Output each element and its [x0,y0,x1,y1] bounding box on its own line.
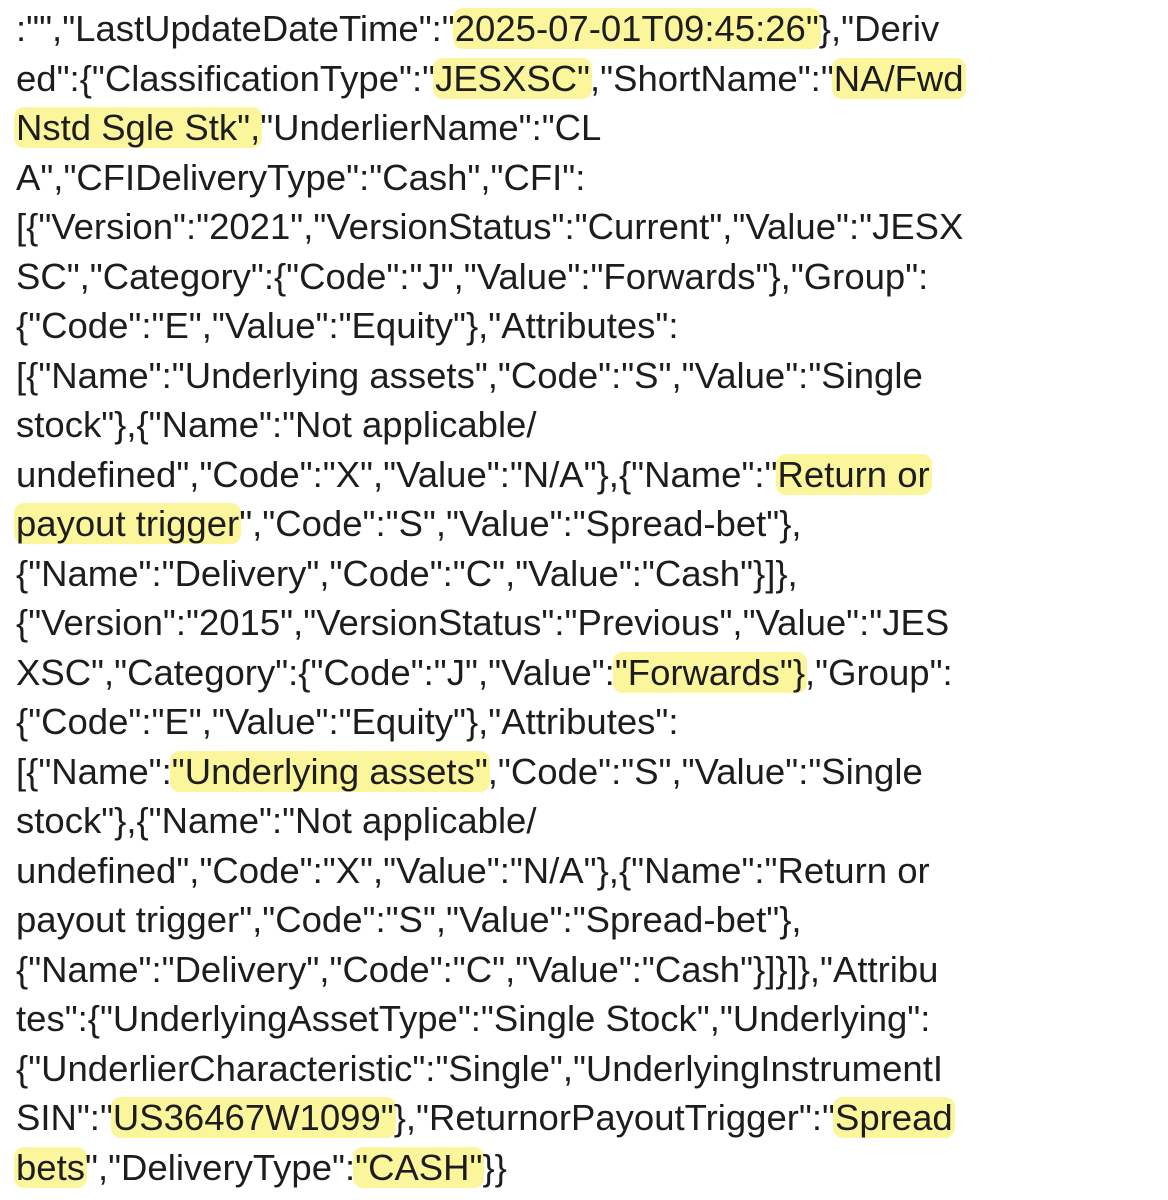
text-line: [{"Version":"2021","VersionStatus":"Curr… [16,202,1162,252]
text-line: {"Version":"2015","VersionStatus":"Previ… [16,598,1162,648]
text-line: {"Name":"Delivery","Code":"C","Value":"C… [16,945,1162,995]
text-segment: {"Name":"Delivery","Code":"C","Value":"C… [16,552,798,594]
text-segment: ,"Group": [805,651,953,693]
text-line: {"UnderlierCharacteristic":"Single","Und… [16,1044,1162,1094]
highlighted-text: 2025-07-01T09:45:26" [452,8,821,49]
text-segment: },"ReturnorPayoutTrigger":" [393,1097,835,1138]
text-line: tes":{"UnderlyingAssetType":"Single Stoc… [16,994,1162,1044]
text-segment: undefined","Code":"X","Value":"N/A"},{"N… [16,453,778,495]
text-line: payout trigger","Code":"S","Value":"Spre… [14,499,1162,549]
text-segment: ed":{"ClassificationType":" [16,57,436,99]
text-line: [{"Name":"Underlying assets","Code":"S",… [16,747,1162,797]
text-segment: SIN":" [16,1097,113,1138]
text-segment: "UnderlierName":"CL [260,107,602,148]
highlighted-text: US36467W1099" [110,1097,396,1138]
text-line: {"Code":"E","Value":"Equity"},"Attribute… [16,697,1162,747]
text-line: SIN":"US36467W1099"},"ReturnorPayoutTrig… [16,1093,1162,1143]
text-segment: [{"Version":"2021","VersionStatus":"Curr… [16,206,964,247]
text-line: undefined","Code":"X","Value":"N/A"},{"N… [16,450,1162,500]
highlighted-text: Spread [832,1097,955,1138]
text-segment: },"Deriv [818,8,940,49]
highlighted-text: "Underlying assets" [169,750,490,792]
text-line: stock"},{"Name":"Not applicable/ [16,400,1162,450]
text-segment: }} [482,1146,507,1188]
text-segment: stock"},{"Name":"Not applicable/ [16,800,537,841]
highlighted-text: Nstd Sgle Stk", [14,107,263,148]
text-line: payout trigger","Code":"S","Value":"Spre… [16,895,1162,945]
text-segment: :"","LastUpdateDateTime":" [16,8,455,49]
text-segment: SC","Category":{"Code":"J","Value":"Forw… [16,255,929,297]
text-segment: [{"Name":"Underlying assets","Code":"S",… [16,354,923,396]
text-line: undefined","Code":"X","Value":"N/A"},{"N… [16,846,1162,896]
text-segment: ","DeliveryType": [85,1146,356,1188]
text-segment: {"UnderlierCharacteristic":"Single","Und… [16,1047,943,1089]
text-line: Nstd Sgle Stk","UnderlierName":"CL [14,103,1162,153]
text-segment: undefined","Code":"X","Value":"N/A"},{"N… [16,849,930,891]
text-segment: ","Code":"S","Value":"Spread-bet"}, [239,503,802,544]
text-segment: {"Version":"2015","VersionStatus":"Previ… [16,602,950,643]
highlighted-text: Return or [775,453,932,495]
text-segment: {"Name":"Delivery","Code":"C","Value":"C… [16,948,939,990]
text-line: bets","DeliveryType":"CASH"}} [14,1143,1162,1193]
text-line: {"Name":"Delivery","Code":"C","Value":"C… [16,549,1162,599]
text-line: ed":{"ClassificationType":"JESXSC","Shor… [16,54,1162,104]
text-line: {"Code":"E","Value":"Equity"},"Attribute… [16,301,1162,351]
text-line: SC","Category":{"Code":"J","Value":"Forw… [16,252,1162,302]
text-line: stock"},{"Name":"Not applicable/ [16,796,1162,846]
text-segment: {"Code":"E","Value":"Equity"},"Attribute… [16,305,679,346]
highlighted-text: "CASH" [353,1146,485,1188]
highlighted-text: JESXSC" [433,57,593,99]
text-segment: [{"Name": [16,750,172,792]
text-line: :"","LastUpdateDateTime":"2025-07-01T09:… [16,4,1162,54]
text-line: A","CFIDeliveryType":"Cash","CFI": [16,153,1162,203]
highlighted-text: "Forwards"} [612,651,808,693]
highlighted-text: payout trigger [14,503,242,544]
text-segment: payout trigger","Code":"S","Value":"Spre… [16,899,802,940]
text-segment: XSC","Category":{"Code":"J","Value": [16,651,615,693]
text-segment: tes":{"UnderlyingAssetType":"Single Stoc… [16,998,931,1039]
text-line: [{"Name":"Underlying assets","Code":"S",… [16,351,1162,401]
highlighted-text: NA/Fwd [831,57,966,99]
text-segment: A","CFIDeliveryType":"Cash","CFI": [16,156,586,198]
text-segment: ,"ShortName":" [590,57,834,99]
text-segment: ,"Code":"S","Value":"Single [487,750,923,792]
highlighted-text: bets [14,1146,87,1188]
text-segment: stock"},{"Name":"Not applicable/ [16,404,537,445]
text-line: XSC","Category":{"Code":"J","Value":"For… [16,648,1162,698]
text-segment: {"Code":"E","Value":"Equity"},"Attribute… [16,701,679,742]
json-text-document: :"","LastUpdateDateTime":"2025-07-01T09:… [14,4,1162,1193]
